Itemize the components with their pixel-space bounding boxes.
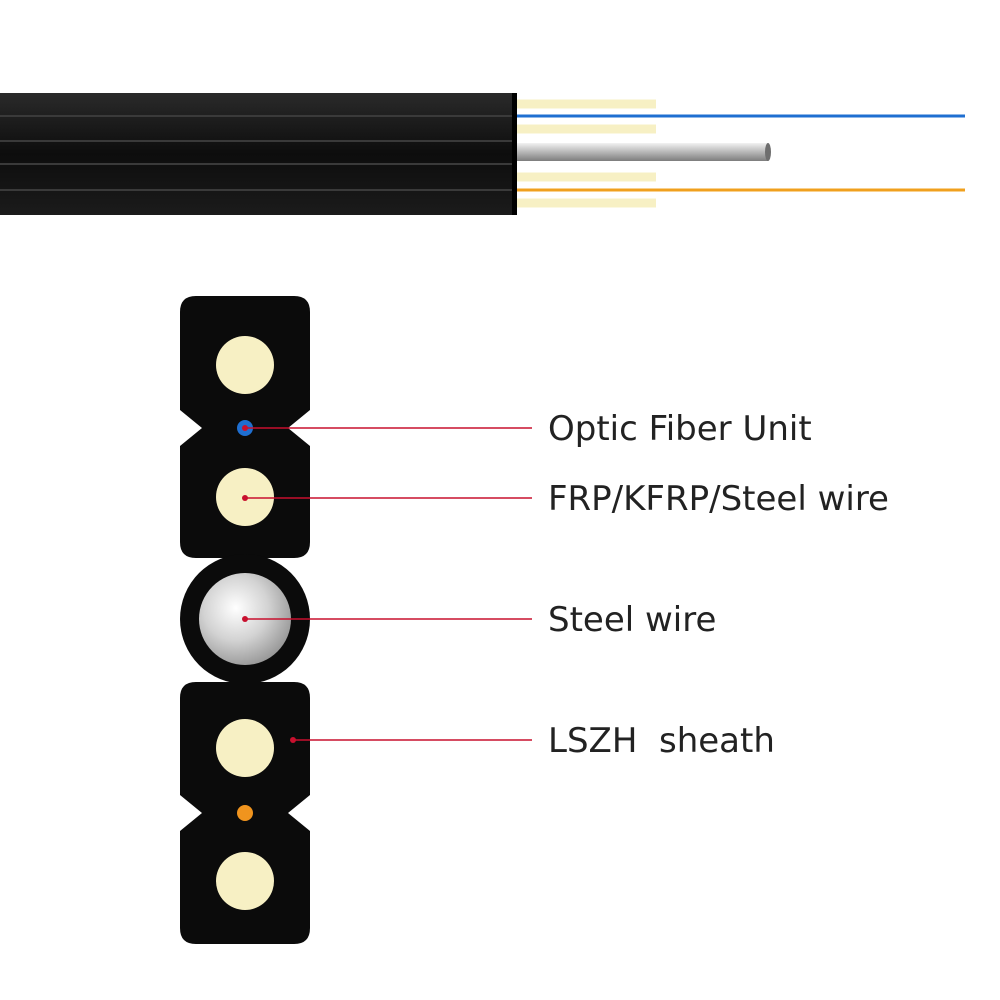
leader-dot bbox=[290, 737, 296, 743]
strength-member-circle bbox=[216, 719, 274, 777]
label-sheath: LSZH sheath bbox=[548, 721, 775, 761]
leader-dot bbox=[242, 616, 248, 622]
steel-wire-end bbox=[765, 143, 771, 161]
strength-member-circle bbox=[216, 336, 274, 394]
steel-wire-protrusion bbox=[512, 143, 768, 161]
leader-dot bbox=[242, 495, 248, 501]
strength-member-circle bbox=[216, 852, 274, 910]
leader-dot bbox=[242, 425, 248, 431]
callouts bbox=[242, 425, 532, 743]
cable-sheath-body bbox=[0, 93, 516, 215]
label-strength-member: FRP/KFRP/Steel wire bbox=[548, 479, 889, 519]
cable-side-view bbox=[0, 93, 965, 215]
label-steel-wire: Steel wire bbox=[548, 600, 716, 640]
orange-fiber-dot bbox=[237, 805, 253, 821]
sheath-end-face bbox=[512, 93, 517, 215]
label-optic-fiber-unit: Optic Fiber Unit bbox=[548, 409, 812, 449]
